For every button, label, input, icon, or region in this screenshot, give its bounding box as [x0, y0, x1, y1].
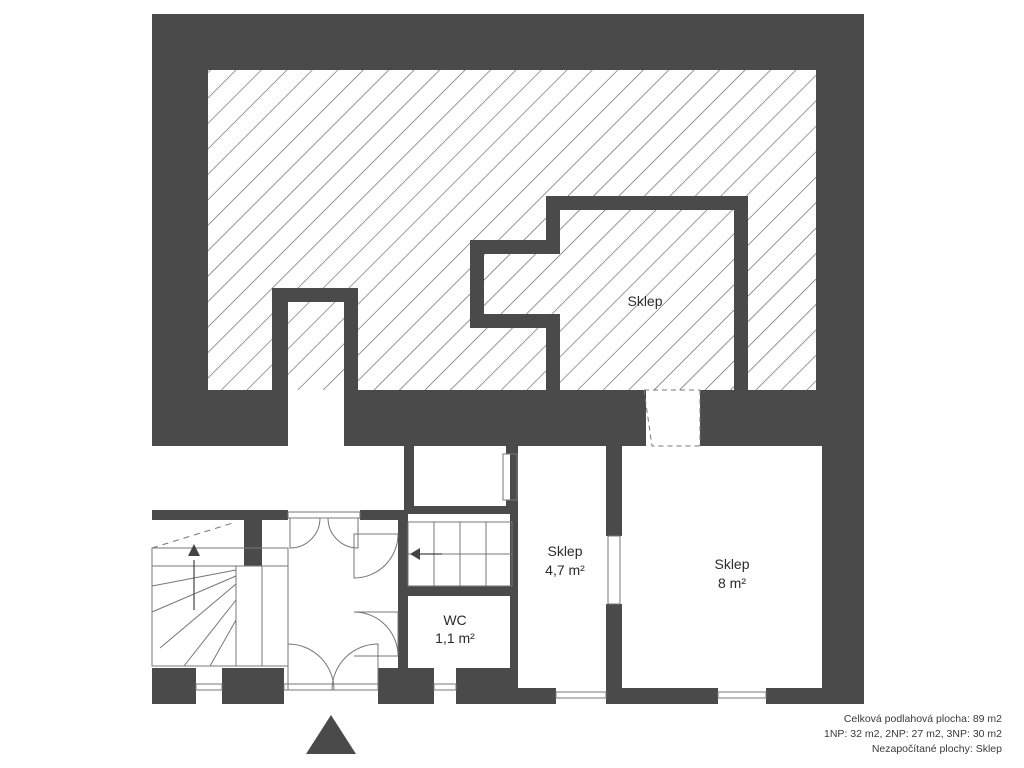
room-name: Sklep	[714, 556, 749, 572]
floor-areas: 1NP: 32 m2, 2NP: 27 m2, 3NP: 30 m2	[824, 728, 1002, 740]
total-area: Celková podlahová plocha: 89 m2	[843, 713, 1002, 725]
room-area: 1,1 m²	[435, 630, 475, 646]
stair-arrow-icon	[410, 548, 442, 560]
room-area: 4,7 m²	[545, 562, 585, 578]
area-summary: Celková podlahová plocha: 89 m2 1NP: 32 …	[702, 712, 1002, 757]
room-name: WC	[443, 612, 466, 628]
walls	[152, 14, 864, 704]
excluded-areas: Nezapočítané plochy: Sklep	[871, 743, 1002, 755]
room-area: 8 m²	[718, 575, 746, 591]
unexcavated-area	[208, 70, 816, 390]
room-name: Sklep	[547, 543, 582, 559]
north-arrow-icon	[306, 715, 356, 754]
room-name: Sklep	[627, 293, 662, 309]
stair-arrow-icon	[188, 544, 200, 610]
